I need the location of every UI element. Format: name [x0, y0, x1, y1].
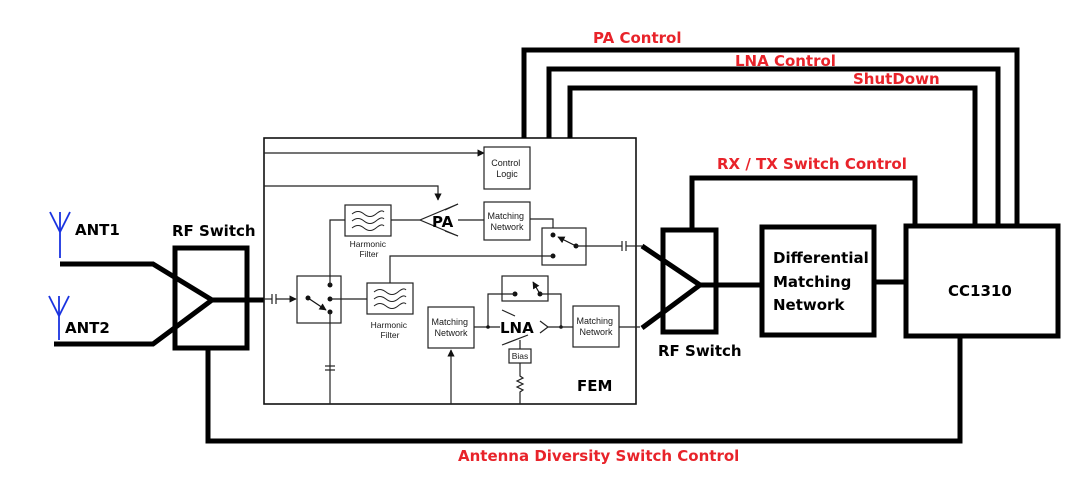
pa-label: PA	[432, 213, 454, 231]
antenna-2-label: ANT2	[65, 319, 110, 337]
filter-wave-icon	[351, 210, 385, 231]
rx-tx-switch-control-label: RX / TX Switch Control	[717, 155, 907, 173]
lna-label: LNA	[500, 319, 534, 337]
pa-enable-line	[264, 185, 442, 201]
bypass-in-wire	[487, 293, 515, 327]
control-logic-block	[483, 146, 531, 190]
antenna-2-icon	[48, 295, 70, 340]
pa-control-label: PA Control	[593, 29, 681, 47]
capacitor-icon	[621, 241, 642, 251]
matching-network-tx	[483, 201, 531, 241]
matching-network-rx-in	[427, 306, 475, 349]
rf-switch-right-arms	[640, 243, 705, 331]
antenna-diversity-label: Antenna Diversity Switch Control	[458, 447, 739, 465]
ant2-wire	[54, 297, 214, 347]
input-switch-arm-icon	[307, 297, 327, 311]
pa-amplifier-icon	[418, 203, 459, 237]
lna-bypass-switch	[501, 275, 549, 302]
tx-path-wire	[329, 219, 345, 285]
fem-box	[263, 137, 637, 405]
ant1-wire	[60, 261, 214, 303]
antenna-diversity-wire	[205, 337, 963, 444]
control-logic-label: Control Logic	[491, 158, 523, 179]
lna-control-wire	[546, 66, 1001, 226]
antenna-1-label: ANT1	[75, 221, 120, 239]
rf-switch-right-label: RF Switch	[658, 342, 742, 360]
lna-control-label: LNA Control	[735, 52, 836, 70]
cc1310-chip	[903, 223, 1061, 339]
pa-control-wire	[521, 47, 1020, 226]
harmonic-filter-bottom-label: Harmonic Filter	[371, 320, 410, 340]
switch-arm-icon	[557, 236, 577, 247]
filter-wave-icon-2	[373, 288, 407, 309]
matching-network-rx-out-label: Matching Network	[576, 316, 615, 337]
matching-network-tx-label: Matching Network	[487, 211, 526, 232]
bias-label: Bias	[512, 351, 529, 361]
shutdown-wire	[567, 85, 978, 226]
shunt-capacitor-icon	[325, 365, 335, 371]
input-capacitor-icon	[264, 294, 277, 304]
shutdown-label: ShutDown	[853, 70, 940, 88]
rx-path-wire	[389, 255, 553, 290]
rf-switch-right	[660, 227, 719, 335]
rf-switch-left-label: RF Switch	[172, 222, 256, 240]
rx-tx-switch-control-wire	[689, 175, 918, 230]
fem-label: FEM	[577, 377, 612, 395]
bypass-out-wire	[540, 293, 562, 327]
bypass-arm-icon	[532, 281, 541, 295]
harmonic-filter-top-label: Harmonic Filter	[350, 239, 389, 259]
antenna-1-icon	[49, 211, 71, 258]
matching-network-rx-out	[572, 305, 620, 348]
cc1310-label: CC1310	[948, 282, 1012, 300]
resistor-icon	[515, 363, 525, 404]
matching-network-rx-in-label: Matching Network	[431, 317, 470, 338]
differential-matching-network-label: Differential Matching Network	[773, 249, 874, 314]
